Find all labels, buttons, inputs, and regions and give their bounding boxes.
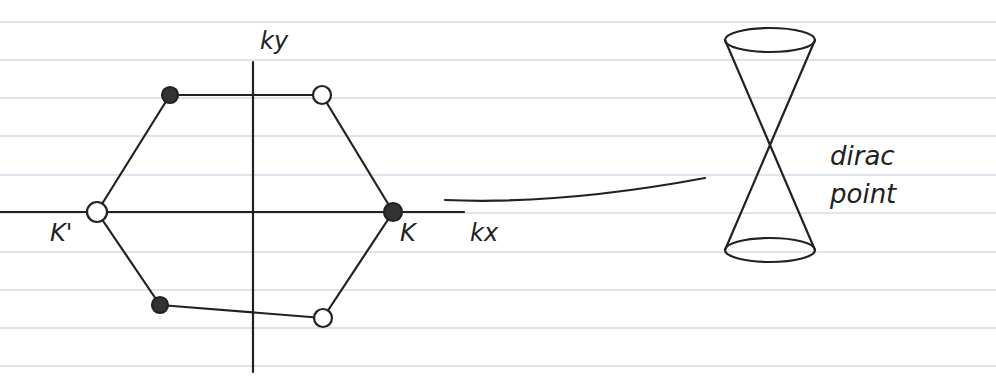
cone-side [725,40,815,250]
ruled-lines [0,22,996,366]
ruled-line [0,97,996,98]
ruled-line [0,251,996,252]
open-point [313,86,331,104]
filled-point [152,297,168,313]
leader-line [445,178,705,201]
ruled-line [0,212,996,213]
open-point [87,202,107,222]
point-label: K [400,216,416,250]
ruled-line [0,59,996,60]
cone-rim [725,238,815,262]
ruled-line [0,135,996,136]
ruled-line [0,365,996,366]
axis-label: kx [470,216,498,250]
ruled-line [0,21,996,22]
brillouin-hexagon [97,95,393,318]
open-point [314,309,332,327]
point-label: K' [50,216,72,250]
ruled-line [0,327,996,328]
ky-axis [252,62,254,372]
cone-side [725,40,815,250]
filled-point [162,87,178,103]
filled-point [384,203,402,221]
callout-label: dirac point [830,137,940,213]
cone-rim [725,28,815,52]
ruled-line [0,174,996,175]
axis-label: ky [260,24,288,58]
